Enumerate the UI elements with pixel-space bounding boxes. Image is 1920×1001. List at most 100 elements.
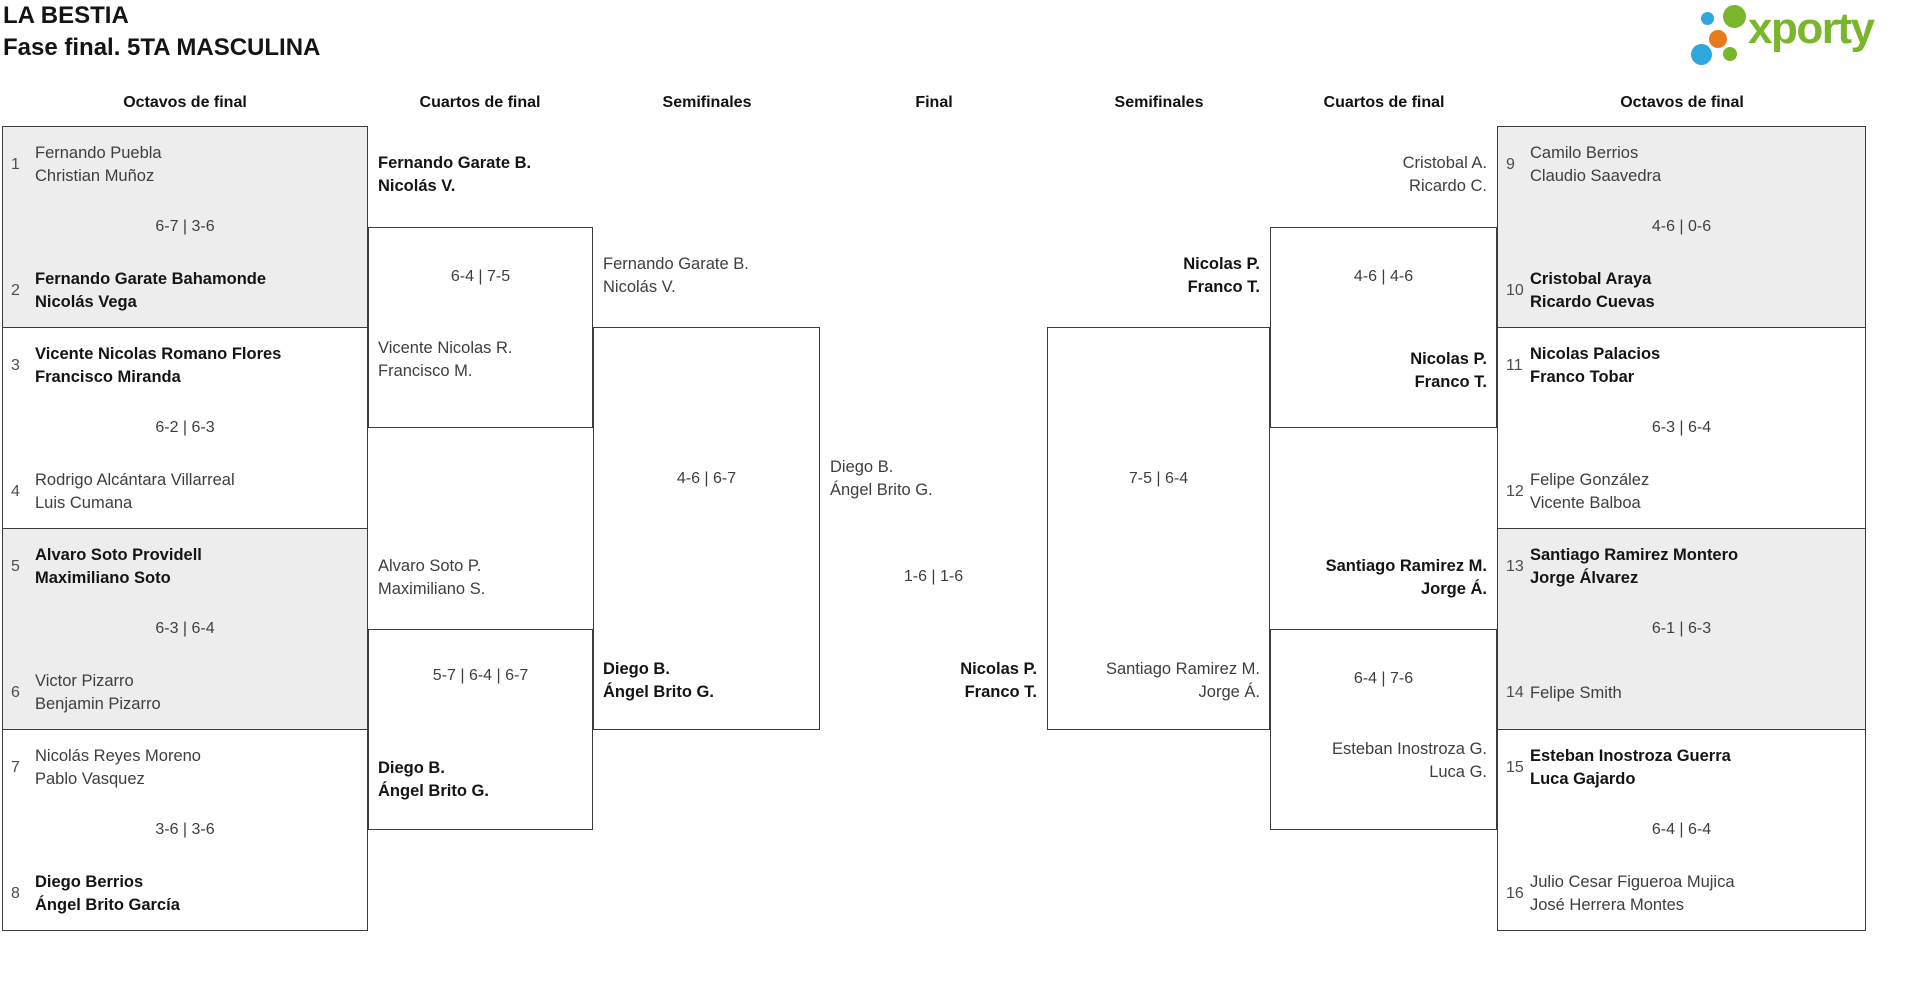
match-score: 4-6 | 4-6	[1353, 268, 1414, 285]
player-name: Nicolás Reyes Moreno	[35, 747, 201, 765]
seed-number: 9	[1506, 156, 1515, 173]
player-name: Francisco Miranda	[35, 368, 181, 386]
round-header-semis-right: Semifinales	[1114, 94, 1204, 111]
player-name: Diego B.	[830, 458, 894, 476]
player-name: Franco Tobar	[1530, 368, 1635, 386]
xporty-logo[interactable]: xporty	[1688, 2, 1916, 70]
connector-qf-right-bottom	[1270, 629, 1497, 830]
player-name: Ángel Brito G.	[603, 683, 714, 701]
player-name: Felipe Smith	[1530, 683, 1622, 702]
player-name: Nicolás V.	[378, 177, 456, 195]
match-score: 4-6 | 0-6	[1651, 218, 1712, 235]
match-score: 6-4 | 7-5	[450, 268, 511, 285]
player-name: Nicolas P.	[960, 660, 1037, 678]
player-name: Jorge Álvarez	[1530, 569, 1639, 587]
round-header-semis-left: Semifinales	[662, 94, 752, 111]
logo-wordmark: xporty	[1748, 4, 1875, 53]
player-name: Ricardo Cuevas	[1530, 293, 1655, 311]
player-name: Camilo Berrios	[1530, 144, 1639, 162]
player-name: Alvaro Soto Providell	[35, 546, 202, 564]
player-name: Franco T.	[1414, 373, 1487, 391]
round-header-cuartos-left: Cuartos de final	[419, 94, 541, 111]
player-name: Fernando Garate Bahamonde	[35, 270, 267, 288]
seed-number: 2	[11, 282, 20, 299]
match-score: 6-7 | 3-6	[155, 218, 215, 235]
final-team-b: Nicolas P. Franco T.	[820, 658, 1037, 704]
player-name: Franco T.	[1187, 278, 1260, 296]
match-score: 6-4 | 7-6	[1353, 670, 1414, 687]
match-score: 1-6 | 1-6	[903, 568, 964, 585]
match-score: 6-3 | 6-4	[155, 620, 215, 637]
match-score: 3-6 | 3-6	[155, 821, 215, 838]
player-name: Cristobal Araya	[1530, 270, 1652, 288]
player-name: Jorge Á.	[1198, 683, 1260, 701]
seed-number: 11	[1506, 357, 1523, 374]
player-name: Vicente Nicolas Romano Flores	[35, 345, 282, 363]
player-name: Fernando Garate B.	[378, 154, 532, 172]
player-name: Nicolás V.	[603, 278, 676, 296]
connector-qf-right-top	[1270, 227, 1497, 428]
connector-qf-left-top	[368, 227, 593, 428]
page-title: LA BESTIA	[3, 2, 129, 29]
sf-left-team-a: Fernando Garate B.Nicolás V.	[603, 253, 749, 299]
page-subtitle: Fase final. 5TA MASCULINA	[3, 34, 321, 61]
match-score: 4-6 | 6-7	[676, 470, 737, 487]
qf-right-top-team-a: Cristobal A. Ricardo C.	[1270, 152, 1487, 198]
seed-number: 16	[1506, 885, 1524, 902]
player-name: Francisco M.	[378, 362, 473, 380]
player-name: Santiago Ramirez Montero	[1530, 546, 1739, 564]
sf-right-team-a: Nicolas P.Franco T.	[1047, 253, 1260, 299]
seed-number: 15	[1506, 759, 1524, 776]
match-score: 7-5 | 6-4	[1128, 470, 1189, 487]
player-name: Ángel Brito García	[35, 896, 180, 914]
player-name: Luis Cumana	[35, 494, 133, 512]
player-name: Diego Berrios	[35, 873, 144, 891]
player-name: Franco T.	[964, 683, 1037, 701]
player-name: Alvaro Soto P.	[378, 557, 482, 575]
match-score: 6-4 | 6-4	[1651, 821, 1712, 838]
seed-number: 13	[1506, 558, 1524, 575]
round-header-octavos-left: Octavos de final	[123, 94, 247, 111]
player-name: Maximiliano Soto	[35, 569, 171, 587]
qf-left-top-team-b: Vicente Nicolas R.Francisco M.	[378, 337, 513, 383]
seed-number: 10	[1506, 282, 1524, 299]
seed-number: 8	[11, 885, 20, 902]
player-name: Luca G.	[1429, 763, 1487, 781]
match-score: 6-1 | 6-3	[1651, 620, 1712, 637]
logo-dot-orange	[1709, 30, 1727, 48]
match-score: 6-2 | 6-3	[155, 419, 215, 436]
round-header-final: Final	[915, 94, 953, 111]
qf-right-top-team-b: Nicolas P.Franco T.	[1270, 348, 1487, 394]
player-name: Felipe González	[1530, 471, 1650, 489]
player-name: Cristobal A.	[1402, 154, 1487, 172]
seed-number: 5	[11, 558, 20, 575]
player-name: Victor Pizarro	[35, 672, 134, 690]
qf-left-bottom-team-a: Alvaro Soto P.Maximiliano S.	[378, 555, 485, 601]
round-header-octavos-right: Octavos de final	[1620, 94, 1744, 111]
seed-number: 7	[11, 759, 20, 776]
seed-number: 1	[11, 156, 20, 173]
logo-dot-green-big	[1723, 5, 1746, 28]
final-team-a: Diego B.Ángel Brito G.	[830, 456, 933, 502]
player-name: Ricardo C.	[1409, 177, 1487, 195]
qf-left-bottom-team-b: Diego B. Ángel Brito G.	[378, 757, 489, 803]
seed-number: 3	[11, 357, 20, 374]
match-score: 5-7 | 6-4 | 6-7	[432, 667, 529, 684]
player-name: Ángel Brito G.	[378, 782, 489, 800]
player-name: Julio Cesar Figueroa Mujica	[1530, 873, 1735, 891]
player-name: Diego B.	[378, 759, 445, 777]
qf-right-bottom-team-b: Esteban Inostroza G.Luca G.	[1270, 738, 1487, 784]
